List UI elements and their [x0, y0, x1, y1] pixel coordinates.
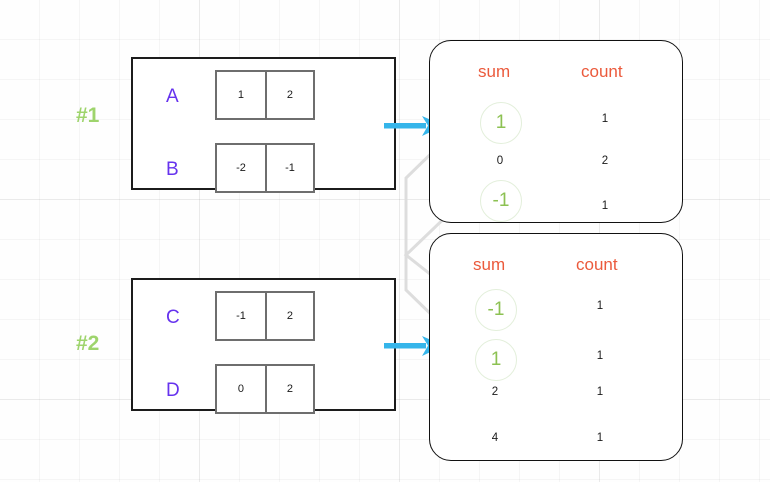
- partition-row-label-d: D: [166, 380, 180, 401]
- step-label-2: #2: [76, 332, 100, 355]
- column-header-sum: sum: [478, 62, 511, 81]
- count-value: 1: [601, 113, 609, 125]
- count-value: 1: [601, 200, 609, 212]
- cell: -2: [236, 162, 246, 174]
- sum-value: 0: [496, 155, 504, 167]
- column-header-sum: sum: [473, 255, 506, 274]
- partition-row-label-b: B: [166, 159, 179, 180]
- column-header-count: count: [576, 255, 618, 274]
- cell: 1: [237, 89, 245, 101]
- sum-value: 4: [491, 432, 499, 444]
- sum-value-highlighted: -1: [480, 180, 522, 222]
- sum-value: 2: [491, 386, 499, 398]
- partition-row-a-cells: 1 2: [215, 70, 315, 120]
- cell: -1: [236, 310, 246, 322]
- partition-row-c-cells: -1 2: [215, 291, 315, 341]
- partition-row-label-c: C: [166, 307, 180, 328]
- cell: 2: [264, 293, 313, 339]
- count-value: 2: [601, 155, 609, 167]
- column-header-count: count: [581, 62, 623, 81]
- cell: 2: [264, 366, 313, 412]
- count-value: 1: [596, 300, 604, 312]
- partition-box-1: A 1 2 B -2 -1: [131, 57, 396, 193]
- count-value: 1: [596, 432, 604, 444]
- partition-row-label-a: A: [166, 86, 179, 107]
- aggregation-panel-1: sum count 1 0 -1 1 2 1: [429, 40, 683, 223]
- partition-row-d-cells: 0 2: [215, 364, 315, 414]
- step-label-1: #1: [76, 104, 100, 127]
- cell: 0: [237, 383, 245, 395]
- cell: 2: [264, 72, 313, 118]
- sum-value-highlighted: 1: [475, 339, 517, 381]
- partition-box-2: C -1 2 D 0 2: [131, 278, 396, 414]
- cell: -1: [264, 145, 313, 191]
- sum-value-highlighted: -1: [475, 289, 517, 331]
- count-value: 1: [596, 350, 604, 362]
- aggregation-panel-2: sum count -1 1 2 4 1 1 1 1: [429, 233, 683, 461]
- count-value: 1: [596, 386, 604, 398]
- sum-value-highlighted: 1: [480, 102, 522, 144]
- partition-row-b-cells: -2 -1: [215, 143, 315, 193]
